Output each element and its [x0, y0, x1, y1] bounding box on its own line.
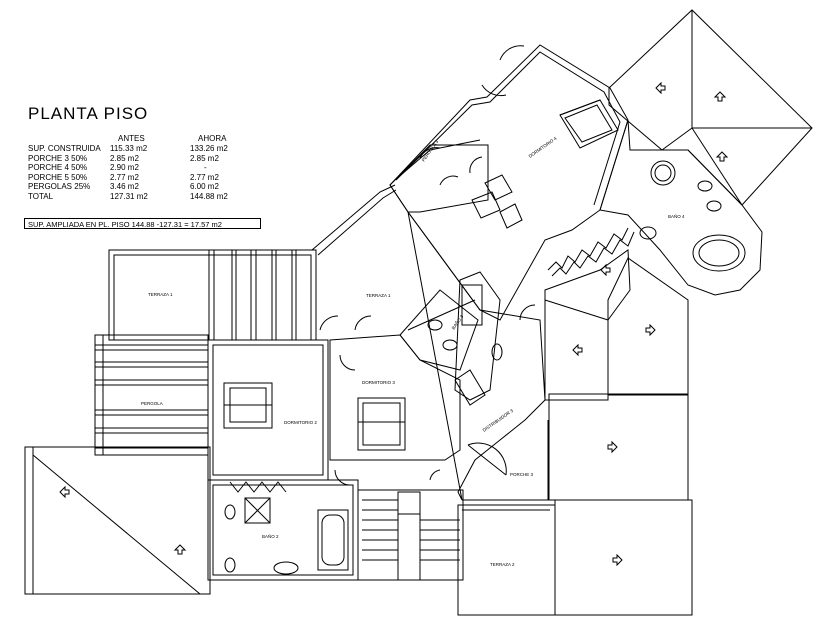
roof-left-bottom: [24, 446, 211, 595]
bano3-area: [399, 284, 503, 406]
row-ahora: 2.85 m2: [190, 153, 219, 163]
stair-core: [357, 489, 464, 581]
table-row: PORCHE 4 50% 2.90 m2 -: [28, 163, 264, 173]
table-row: PERGOLAS 25% 3.46 m2 6.00 m2: [28, 182, 264, 192]
door-swings: [319, 304, 536, 486]
slope-arrow-icon: [645, 323, 656, 337]
label-distribuidor3: DISTRIBUIDOR 3: [482, 408, 515, 433]
summary-box: SUP. AMPLIADA EN PL. PISO 144.88 -127.31…: [24, 218, 261, 229]
bano2-block: [207, 479, 359, 581]
table-row: SUP. CONSTRUIDA 115.33 m2 133.26 m2: [28, 144, 264, 154]
slope-arrow-icon: [655, 81, 666, 95]
zigzag-band: [547, 227, 635, 277]
terraza1-left: [108, 249, 317, 341]
slope-arrow-icon: [713, 91, 727, 102]
dormitorio2-block: [207, 339, 329, 481]
row-label: PORCHE 3 50%: [28, 153, 88, 163]
roof-right-middle: [544, 249, 689, 401]
table-row: TOTAL 127.31 m2 144.88 m2: [28, 192, 264, 202]
label-dormitorio2: DORMITORIO 2: [284, 420, 317, 425]
slope-arrow-icon: [572, 343, 583, 357]
porche3-area: [462, 420, 549, 501]
label-porche3: PORCHE 3: [510, 472, 534, 477]
table-row: PORCHE 5 50% 2.77 m2 2.77 m2: [28, 173, 264, 183]
row-label: TOTAL: [28, 191, 54, 201]
central-walls: [311, 184, 546, 501]
roof-right-lower: [548, 393, 693, 616]
row-antes: 2.90 m2: [110, 163, 139, 173]
label-pergola: PERGOLA: [141, 401, 163, 406]
slope-arrow-icon: [612, 553, 623, 567]
row-label: PORCHE 5 50%: [28, 172, 88, 182]
row-antes: 115.33 m2: [110, 144, 148, 153]
pergola-bands: [94, 334, 209, 456]
slope-arrow-icon: [607, 440, 618, 454]
bano4-area: [599, 119, 763, 296]
row-ahora: 2.77 m2: [190, 172, 219, 182]
row-label: SUP. CONSTRUIDA: [28, 144, 101, 153]
slope-arrow-icon: [173, 544, 187, 555]
slope-arrow-icon: [715, 151, 729, 162]
row-ahora: 144.88 m2: [190, 191, 228, 201]
terraza2-area: [457, 504, 556, 616]
bed-dormitorio4: [559, 99, 619, 149]
row-ahora: 6.00 m2: [190, 182, 219, 192]
upper-wing-walls: [389, 44, 629, 321]
label-bano2: BAÑO 2: [262, 533, 279, 539]
table-row: PORCHE 3 50% 2.85 m2 2.85 m2: [28, 154, 264, 164]
page-title: PLANTA PISO: [28, 104, 149, 123]
label-terraza1-left: TERRAZA 1: [148, 292, 173, 297]
label-dormitorio4: DORMITORIO 4: [528, 136, 558, 159]
row-label: PERGOLAS 25%: [28, 182, 91, 192]
slope-arrow-icon: [59, 485, 70, 499]
label-dormitorio3: DORMITORIO 3: [362, 380, 395, 385]
row-ahora: 133.26 m2: [190, 144, 228, 153]
row-ahora: -: [204, 163, 207, 173]
area-table: SUP. CONSTRUIDA 115.33 m2 133.26 m2 PORC…: [28, 144, 264, 202]
row-antes: 127.31 m2: [110, 191, 148, 201]
label-terraza2: TERRAZA 2: [490, 562, 515, 567]
row-antes: 3.46 m2: [110, 182, 139, 192]
dormitorio3-block: [329, 334, 461, 461]
row-antes: 2.77 m2: [110, 172, 139, 182]
column-header-ahora: AHORA: [198, 134, 227, 143]
slope-arrow-icon: [600, 263, 611, 277]
row-label: PORCHE 4 50%: [28, 163, 88, 173]
column-header-antes: ANTES: [118, 134, 145, 143]
label-terraza1-center: TERRAZA 1: [366, 293, 391, 298]
furniture-dormitorio4: [471, 174, 523, 229]
label-bano4: BAÑO 4: [668, 213, 685, 219]
row-antes: 2.85 m2: [110, 153, 139, 163]
roof-top-right: [608, 9, 813, 206]
